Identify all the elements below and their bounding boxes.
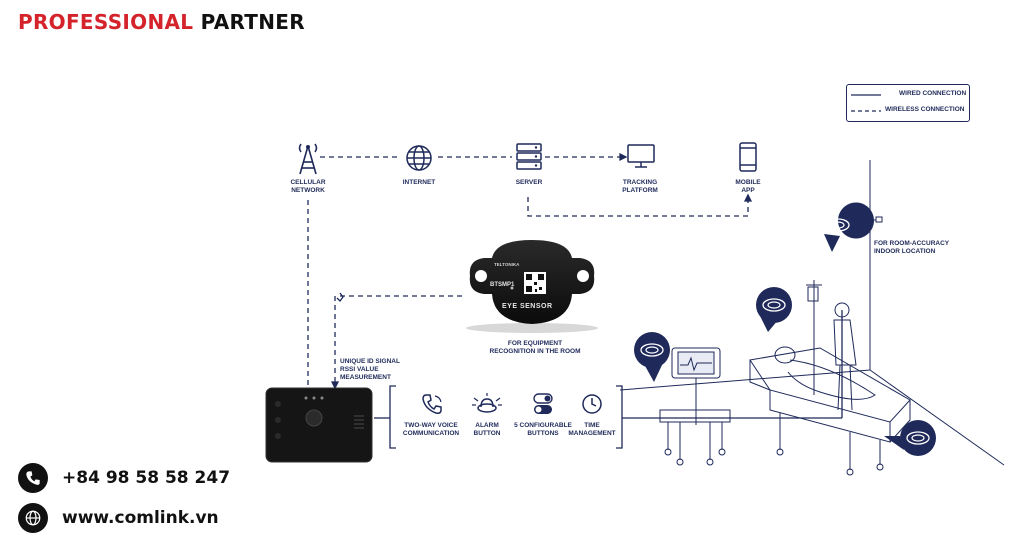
wired-line-sample bbox=[851, 94, 881, 96]
room-location-line-2: INDOOR LOCATION bbox=[874, 248, 936, 255]
website-url: www.comlink.vn bbox=[62, 508, 219, 528]
phone-number: +84 98 58 58 247 bbox=[62, 468, 231, 488]
contact-phone[interactable]: +84 98 58 58 247 bbox=[18, 463, 230, 493]
location-pins bbox=[634, 202, 936, 456]
feature-buttons-line-2: BUTTONS bbox=[527, 430, 559, 437]
hospital-room-illustration bbox=[620, 160, 1005, 476]
internet-label: INTERNET bbox=[394, 179, 444, 187]
signal-line-1: UNIQUE ID SIGNAL bbox=[340, 358, 400, 365]
legend-wireless: WIRELESS CONNECTION bbox=[885, 106, 965, 113]
feature-label-buttons: 5 CONFIGURABLE BUTTONS bbox=[512, 422, 574, 438]
tracking-label: TRACKING PLATFORM bbox=[612, 179, 668, 195]
feature-label-time: TIME MANAGEMENT bbox=[568, 422, 616, 438]
feature-voice-line-1: TWO-WAY VOICE bbox=[404, 422, 458, 429]
eye-sensor-device bbox=[466, 240, 598, 333]
signal-line-2: RSSI VALUE MEASUREMENT bbox=[340, 366, 391, 381]
globe-icon bbox=[18, 503, 48, 533]
sensor-caption: FOR EQUIPMENT RECOGNITION IN THE ROOM bbox=[480, 340, 590, 356]
feature-alarm-line-1: ALARM bbox=[475, 422, 499, 429]
contact-web[interactable]: www.comlink.vn bbox=[18, 503, 219, 533]
wireless-line-sample bbox=[851, 110, 881, 112]
cellular-label: CELLULAR NETWORK bbox=[282, 179, 334, 195]
internet-line-1: INTERNET bbox=[402, 179, 436, 186]
room-location-line-1: FOR ROOM-ACCURACY bbox=[874, 240, 950, 247]
sensor-model: BTSMP1 bbox=[490, 282, 515, 288]
alarm-icon bbox=[472, 393, 502, 413]
feature-label-voice: TWO-WAY VOICE COMMUNICATION bbox=[400, 422, 462, 438]
sensor-brand: TELTONIKA bbox=[494, 262, 520, 267]
tracking-line-1: TRACKING bbox=[622, 179, 658, 186]
globe-icon bbox=[406, 145, 432, 171]
feature-alarm-line-2: BUTTON bbox=[473, 430, 501, 437]
server-label: SERVER bbox=[504, 179, 554, 187]
feature-buttons-line-1: 5 CONFIGURABLE bbox=[514, 422, 572, 429]
sensor-caption-line-1: FOR EQUIPMENT bbox=[507, 340, 563, 347]
feature-voice-line-2: COMMUNICATION bbox=[402, 430, 460, 437]
monitor-icon bbox=[627, 144, 655, 168]
phone-icon bbox=[18, 463, 48, 493]
sensor-label: EYE SENSOR bbox=[502, 303, 553, 310]
tracking-line-2: PLATFORM bbox=[622, 187, 658, 194]
legend-wired: WIRED CONNECTION bbox=[899, 90, 967, 97]
mobile-label: MOBILE APP bbox=[722, 179, 774, 195]
cellular-line-2: NETWORK bbox=[291, 187, 325, 194]
cellular-line-1: CELLULAR bbox=[290, 179, 326, 186]
feature-time-line-2: MANAGEMENT bbox=[568, 430, 616, 437]
server-line-1: SERVER bbox=[515, 179, 543, 186]
mobile-line-2: APP bbox=[741, 187, 755, 194]
brand-word-partner: PARTNER bbox=[200, 10, 305, 34]
feature-time-line-1: TIME bbox=[584, 422, 600, 429]
mobile-line-1: MOBILE bbox=[735, 179, 761, 186]
brand-title: PROFESSIONAL PARTNER bbox=[18, 10, 305, 34]
server-icon bbox=[516, 143, 542, 170]
room-location-label: FOR ROOM-ACCURACY INDOOR LOCATION bbox=[874, 240, 954, 256]
cell-tower-icon bbox=[298, 143, 318, 175]
phone-icon bbox=[422, 394, 442, 414]
brand-word-professional: PROFESSIONAL bbox=[18, 10, 194, 34]
sensor-caption-line-2: RECOGNITION IN THE ROOM bbox=[489, 348, 581, 355]
signal-label: UNIQUE ID SIGNAL RSSI VALUE MEASUREMENT bbox=[340, 358, 420, 382]
tracker-device bbox=[265, 387, 373, 463]
feature-label-alarm: ALARM BUTTON bbox=[464, 422, 510, 438]
smartphone-icon bbox=[739, 142, 757, 172]
toggle-icon bbox=[533, 393, 553, 414]
clock-icon bbox=[582, 394, 602, 414]
legend: WIRED CONNECTION WIRELESS CONNECTION bbox=[846, 84, 970, 122]
